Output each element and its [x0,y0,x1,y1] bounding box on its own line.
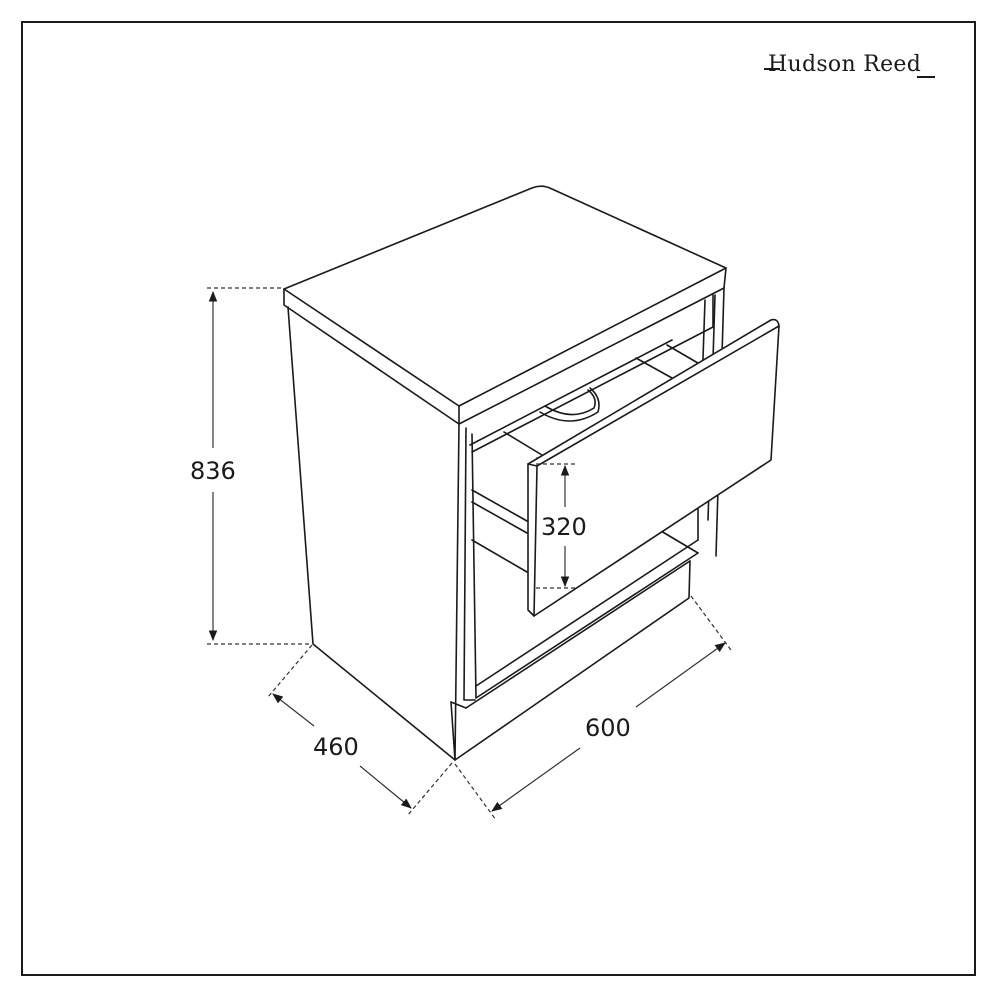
cabinet-side-panel [287,306,456,761]
width-dimension-label: 600 [585,714,631,742]
drawer-height-dimension [536,463,577,589]
depth-dimension [267,644,453,817]
brand-name: Hudson Reed [768,52,922,77]
brand-logo: Hudson Reed [764,52,936,78]
depth-dimension-label: 460 [313,733,359,761]
open-drawer-front [527,318,780,617]
drawer-runners [471,344,704,573]
height-dimension [207,287,312,645]
cabinet-plinth [450,552,699,761]
width-dimension [454,595,732,821]
logo-underline-right [917,76,936,78]
bottom-drawer [475,503,699,687]
logo-strike-left [764,68,780,70]
drawing-frame [21,21,976,976]
drawer-height-dimension-label: 320 [541,513,587,541]
height-dimension-label: 836 [190,457,236,485]
